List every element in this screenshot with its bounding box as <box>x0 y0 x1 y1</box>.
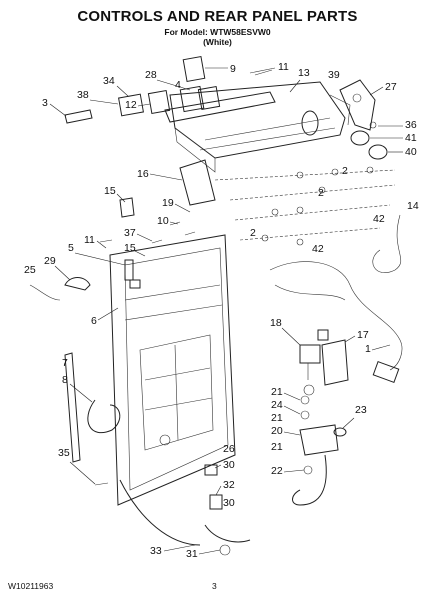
callout-41: 41 <box>405 132 417 144</box>
callout-15-a: 15 <box>104 185 116 197</box>
callout-42-b: 42 <box>312 243 324 255</box>
callout-2-a: 2 <box>342 165 348 177</box>
callout-38: 38 <box>77 89 89 101</box>
callout-26: 26 <box>223 443 235 455</box>
hinge-bracket <box>339 79 376 131</box>
callout-24: 24 <box>271 399 283 411</box>
power-cord <box>372 214 402 273</box>
callout-11: 11 <box>278 61 289 73</box>
document-number: W10211963 <box>8 581 54 591</box>
callout-12: 12 <box>125 99 137 111</box>
callout-3: 3 <box>42 97 48 109</box>
callout-15-b: 15 <box>124 242 136 254</box>
callout-19: 19 <box>162 197 174 209</box>
callout-17: 17 <box>357 329 369 341</box>
console-cover <box>179 159 216 206</box>
brackets <box>29 109 141 301</box>
model-number: For Model: WTW58ESVW0 <box>164 27 271 37</box>
callout-14: 14 <box>407 200 419 212</box>
callout-34: 34 <box>103 75 115 87</box>
knobs <box>350 121 388 160</box>
callout-2-b: 2 <box>318 187 324 199</box>
callout-33: 33 <box>150 545 162 557</box>
control-bracket <box>118 56 276 123</box>
clamp <box>333 427 347 437</box>
callout-32: 32 <box>223 479 235 491</box>
callout-2-c: 2 <box>250 227 256 239</box>
strip <box>64 352 81 463</box>
callout-11-b: 11 <box>84 234 95 246</box>
callout-4: 4 <box>175 79 181 91</box>
callout-37: 37 <box>124 227 136 239</box>
callout-42-a: 42 <box>373 213 385 225</box>
callout-10: 10 <box>157 215 169 227</box>
model-color: (White) <box>203 37 232 47</box>
console-panel <box>169 81 351 173</box>
callout-27: 27 <box>385 81 397 93</box>
callout-35: 35 <box>58 447 70 459</box>
callout-29: 29 <box>44 255 56 267</box>
wire-harness <box>269 261 403 383</box>
callout-6: 6 <box>91 315 97 327</box>
callout-25: 25 <box>24 264 36 276</box>
cover-plate <box>321 339 349 386</box>
water-valve <box>299 344 321 396</box>
callout-36: 36 <box>405 119 417 131</box>
callout-7: 7 <box>62 357 68 369</box>
callout-9: 9 <box>230 63 236 75</box>
drain-fittings <box>204 464 251 556</box>
callout-40: 40 <box>405 146 417 158</box>
callout-21-a: 21 <box>271 386 283 398</box>
drain-hose <box>87 399 201 546</box>
page-number: 3 <box>212 581 217 591</box>
callout-5: 5 <box>68 242 74 254</box>
callout-21-b: 21 <box>271 412 283 424</box>
callout-30-a: 30 <box>223 459 235 471</box>
callout-13: 13 <box>298 67 310 79</box>
callout-39: 39 <box>328 69 340 81</box>
callout-labels: 9 11 13 39 27 34 28 4 12 38 3 36 41 40 1… <box>24 61 419 560</box>
button-layout <box>214 166 396 246</box>
callout-23: 23 <box>355 404 367 416</box>
callout-1: 1 <box>365 343 371 355</box>
callout-20: 20 <box>271 425 283 437</box>
callout-18: 18 <box>270 317 282 329</box>
callout-21-c: 21 <box>271 441 283 453</box>
callout-28: 28 <box>145 69 157 81</box>
callout-8: 8 <box>62 374 68 386</box>
callout-31: 31 <box>186 548 198 560</box>
inlet-assembly <box>292 395 339 506</box>
callout-22: 22 <box>271 465 283 477</box>
callout-30-b: 30 <box>223 497 235 509</box>
page-title: CONTROLS AND REAR PANEL PARTS <box>77 8 358 25</box>
screws <box>94 69 273 486</box>
callout-16: 16 <box>137 168 149 180</box>
rear-panel <box>109 234 236 506</box>
